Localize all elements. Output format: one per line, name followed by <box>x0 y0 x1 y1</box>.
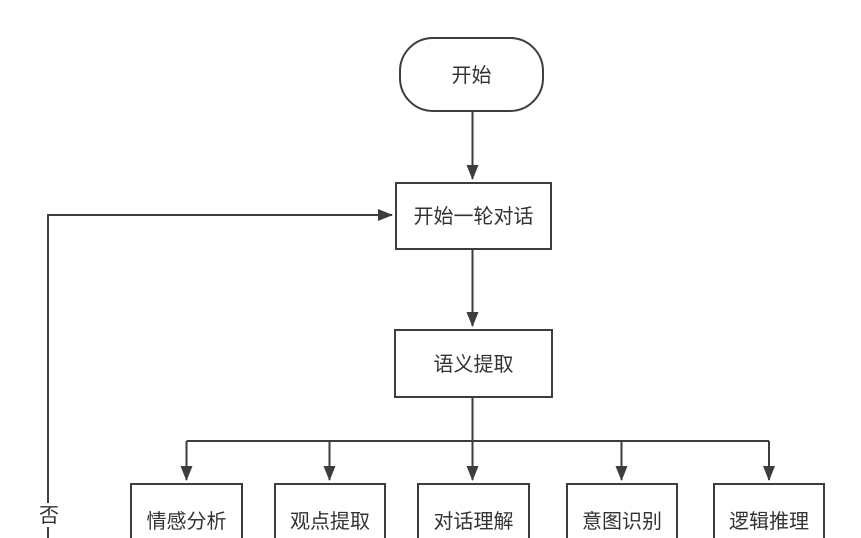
node-opinion-extraction-label: 观点提取 <box>290 509 370 533</box>
node-start-round-label: 开始一轮对话 <box>413 204 534 228</box>
edge-no-feedback-loop <box>47 209 393 538</box>
node-semantic-extraction[interactable]: 语义提取 <box>394 329 553 398</box>
node-dialogue-understanding-label: 对话理解 <box>433 509 514 533</box>
node-start-label: 开始 <box>451 62 492 87</box>
node-start[interactable]: 开始 <box>399 37 544 112</box>
node-intent-recognition[interactable]: 意图识别 <box>566 483 678 538</box>
node-intent-recognition-label: 意图识别 <box>582 509 662 533</box>
edge-label-no: 否 <box>36 503 62 527</box>
node-opinion-extraction[interactable]: 观点提取 <box>274 483 386 538</box>
node-start-round-of-dialogue[interactable]: 开始一轮对话 <box>395 182 552 250</box>
node-sentiment-analysis-label: 情感分析 <box>146 509 227 533</box>
node-logical-reasoning[interactable]: 逻辑推理 <box>713 483 825 538</box>
node-sentiment-analysis[interactable]: 情感分析 <box>130 483 243 538</box>
node-logical-reasoning-label: 逻辑推理 <box>729 509 809 533</box>
node-semantic-extraction-label: 语义提取 <box>433 351 514 376</box>
node-dialogue-understanding[interactable]: 对话理解 <box>417 483 530 538</box>
